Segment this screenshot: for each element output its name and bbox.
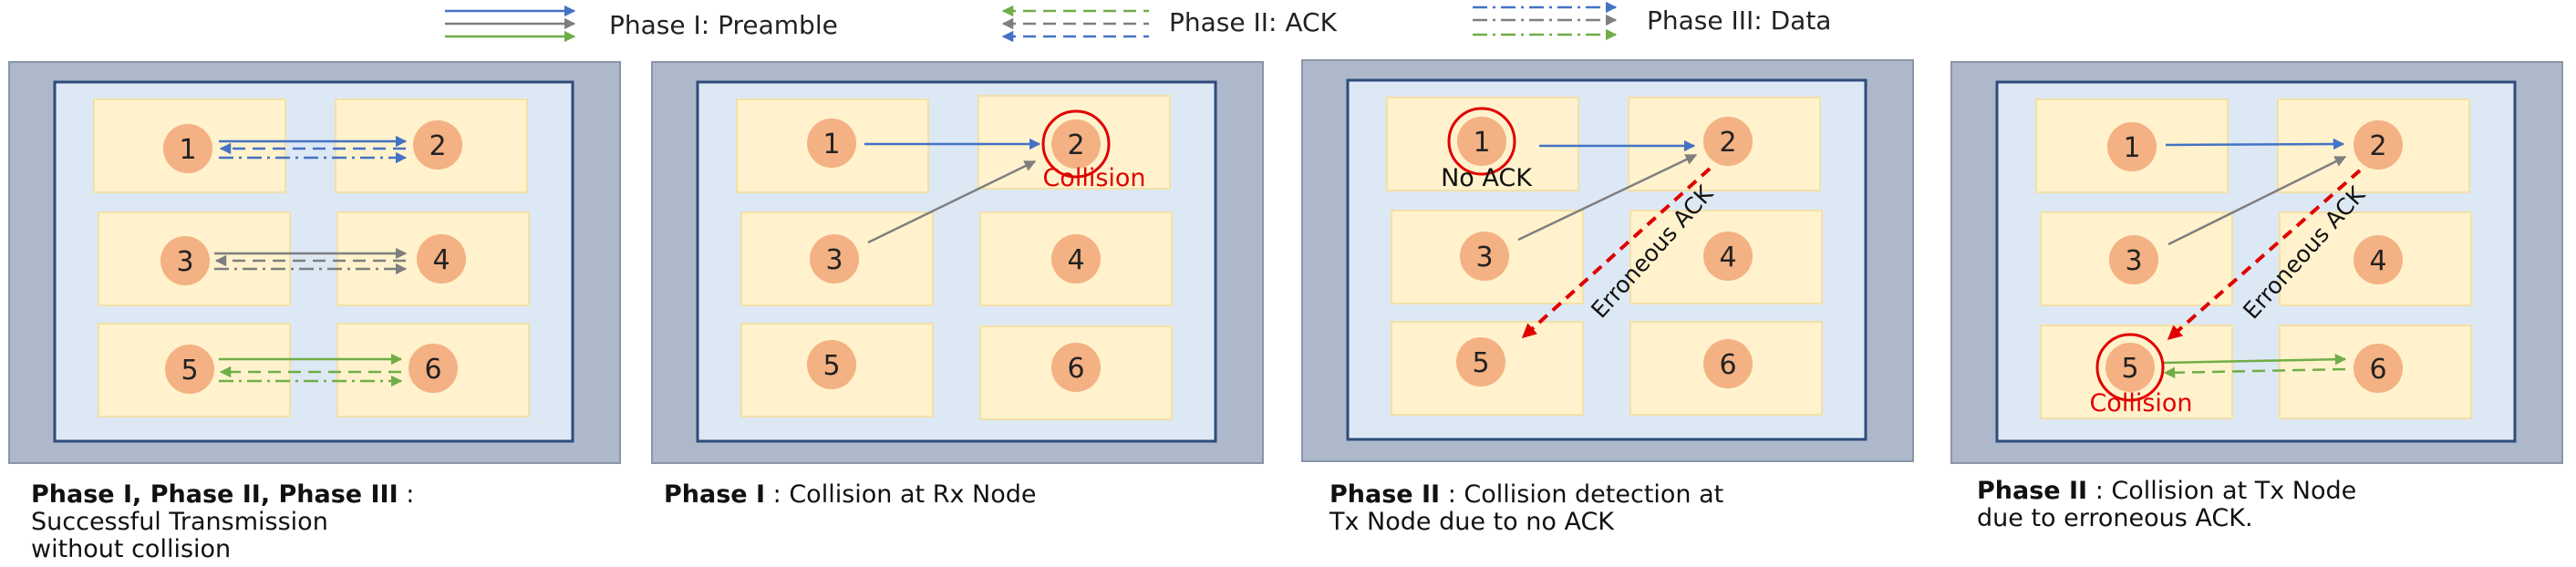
caption-panel-3: Phase II : Collision detection at Tx Nod…: [1329, 481, 1922, 536]
node-3: 3: [2125, 245, 2142, 277]
caption-line: : Collision at Rx Node: [765, 480, 1037, 509]
node-3: 3: [1475, 242, 1493, 273]
node-1: 1: [1473, 127, 1490, 159]
legend-preamble-label: Phase I: Preamble: [609, 10, 838, 40]
caption-line: : Collision at Tx Node: [2087, 477, 2357, 505]
caption-line: Successful Transmission: [31, 508, 328, 536]
node-2: 2: [1719, 127, 1736, 159]
node-4: 4: [1719, 242, 1736, 273]
panel-1: 1 2 3 4 5 6: [8, 61, 621, 464]
node-2: 2: [429, 130, 446, 162]
node-4: 4: [2369, 245, 2386, 277]
caption-panel-4: Phase II : Collision at Tx Node due to e…: [1977, 478, 2570, 532]
caption-line: without collision: [31, 535, 232, 563]
no-ack-label: No ACK: [1441, 164, 1533, 192]
legend-ack-arrows: [1001, 5, 1149, 43]
node-2: 2: [1067, 129, 1084, 161]
node-5: 5: [1472, 347, 1489, 379]
legend: Phase I: Preamble Phase II: ACK Phase II…: [445, 1, 1831, 43]
caption-bold: Phase II: [1977, 477, 2088, 505]
node-3: 3: [825, 244, 843, 276]
node-3: 3: [176, 246, 193, 278]
collision-ring: [1041, 109, 1111, 179]
panel-2: 1 2 Collision 3 4 5 6: [651, 61, 1264, 464]
caption-line: : Collision detection at: [1440, 480, 1724, 509]
node-5: 5: [822, 350, 840, 382]
node-1: 1: [179, 134, 196, 166]
node-1: 1: [2123, 132, 2140, 164]
node-1: 1: [822, 129, 840, 160]
caption-line: Tx Node due to no ACK: [1329, 508, 1615, 536]
legend-data-arrows: [1473, 1, 1618, 41]
node-5: 5: [2121, 353, 2138, 385]
legend-preamble-arrows: [445, 5, 576, 43]
node-2: 2: [2369, 130, 2386, 162]
caption-bold: Phase II: [1329, 480, 1441, 509]
node-4: 4: [1067, 244, 1084, 276]
node-6: 6: [1719, 349, 1736, 381]
node-6: 6: [2369, 354, 2386, 386]
node-6: 6: [1067, 353, 1084, 385]
collision-ring: [2095, 333, 2165, 402]
node-4: 4: [432, 244, 450, 276]
caption-panel-1: Phase I, Phase II, Phase III : Successfu…: [31, 481, 615, 563]
caption-panel-2: Phase I : Collision at Rx Node: [664, 481, 1247, 509]
node-5: 5: [181, 355, 198, 387]
caption-line: :: [398, 480, 415, 509]
collision-label: Collision: [2089, 389, 2192, 418]
caption-line: due to erroneous ACK.: [1977, 504, 2253, 532]
legend-ack-label: Phase II: ACK: [1169, 7, 1338, 37]
panel-4: 1 2 3 4 5 Collision 6 Erroneous ACK: [1950, 61, 2563, 464]
legend-data-label: Phase III: Data: [1647, 5, 1831, 36]
node-6: 6: [424, 354, 441, 386]
caption-bold: Phase I: [664, 480, 766, 509]
no-ack-ring: [1447, 107, 1516, 176]
panel-3: 1 No ACK 2 3 4 5 6 Erroneous ACK: [1301, 59, 1914, 462]
collision-label: Collision: [1042, 164, 1145, 192]
caption-bold: Phase I, Phase II, Phase III: [31, 480, 398, 509]
